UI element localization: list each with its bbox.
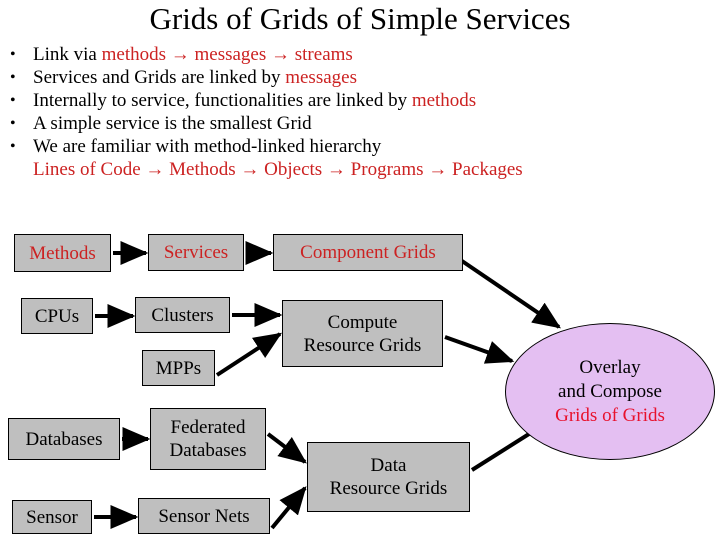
bullet-item: • A simple service is the smallest Grid — [10, 112, 716, 135]
arrow-component-grids-to-overlay-compose-grids — [460, 259, 561, 329]
bullet-text: A simple service is the smallest Grid — [33, 112, 716, 135]
bullet-segment: Link via — [33, 44, 102, 65]
bullet-segment: methods → messages → streams — [101, 44, 353, 65]
arrow-sensor-nets-to-data-resource-grids — [270, 486, 307, 530]
arrow-compute-resource-grids-to-overlay-compose-grids — [444, 335, 515, 364]
arrow-federated-databases-to-data-resource-grids — [266, 432, 307, 464]
bullet-text: Services and Grids are linked by message… — [33, 66, 716, 89]
ellipse-line: and Compose — [558, 380, 662, 402]
node-services[interactable]: Services — [148, 234, 244, 271]
bullet-item: • Link via methods → messages → streams — [10, 43, 716, 66]
bullet-segment: methods — [411, 90, 477, 111]
arrow-mpps-to-compute-resource-grids — [215, 332, 283, 377]
ellipse-line: Grids of Grids — [555, 404, 665, 426]
node-federated-databases[interactable]: Federated Databases — [150, 408, 266, 470]
bullet-segment: Services and Grids are linked by — [33, 67, 286, 88]
bullet-text: Link via methods → messages → streams — [33, 43, 716, 66]
bullet-segment: A simple service is the smallest Grid — [33, 113, 312, 134]
node-clusters[interactable]: Clusters — [135, 297, 230, 333]
bullet-subline: Lines of Code → Methods → Objects → Prog… — [33, 159, 523, 180]
bullet-marker-icon: • — [10, 115, 16, 132]
bullet-item: • We are familiar with method-linked hier… — [10, 135, 716, 181]
bullet-marker-icon: • — [10, 69, 16, 86]
bullet-text: Internally to service, functionalities a… — [33, 89, 716, 112]
page-title: Grids of Grids of Simple Services — [149, 1, 571, 36]
node-databases[interactable]: Databases — [8, 418, 120, 460]
node-cpus[interactable]: CPUs — [21, 298, 93, 334]
ellipse-line: Overlay — [579, 356, 641, 378]
bullet-marker-icon: • — [10, 46, 16, 63]
node-compute-resource-grids[interactable]: Compute Resource Grids — [282, 300, 443, 367]
bullet-segment: messages — [285, 67, 357, 88]
bullet-marker-icon: • — [10, 92, 16, 109]
bullet-text: We are familiar with method-linked hiera… — [33, 135, 716, 181]
bullet-item: • Internally to service, functionalities … — [10, 89, 716, 112]
node-data-resource-grids[interactable]: Data Resource Grids — [307, 442, 470, 512]
bullet-marker-icon: • — [10, 138, 16, 155]
bullet-item: • Services and Grids are linked by messag… — [10, 66, 716, 89]
node-mpps[interactable]: MPPs — [142, 350, 215, 386]
bullet-segment: Internally to service, functionalities a… — [33, 90, 412, 111]
node-component-grids[interactable]: Component Grids — [273, 234, 463, 271]
node-methods[interactable]: Methods — [14, 234, 111, 272]
node-sensor-nets[interactable]: Sensor Nets — [138, 498, 270, 534]
bullet-segment: We are familiar with method-linked hiera… — [33, 136, 382, 157]
node-sensor[interactable]: Sensor — [12, 500, 92, 534]
bullet-list: • Link via methods → messages → streams • S… — [10, 43, 716, 181]
